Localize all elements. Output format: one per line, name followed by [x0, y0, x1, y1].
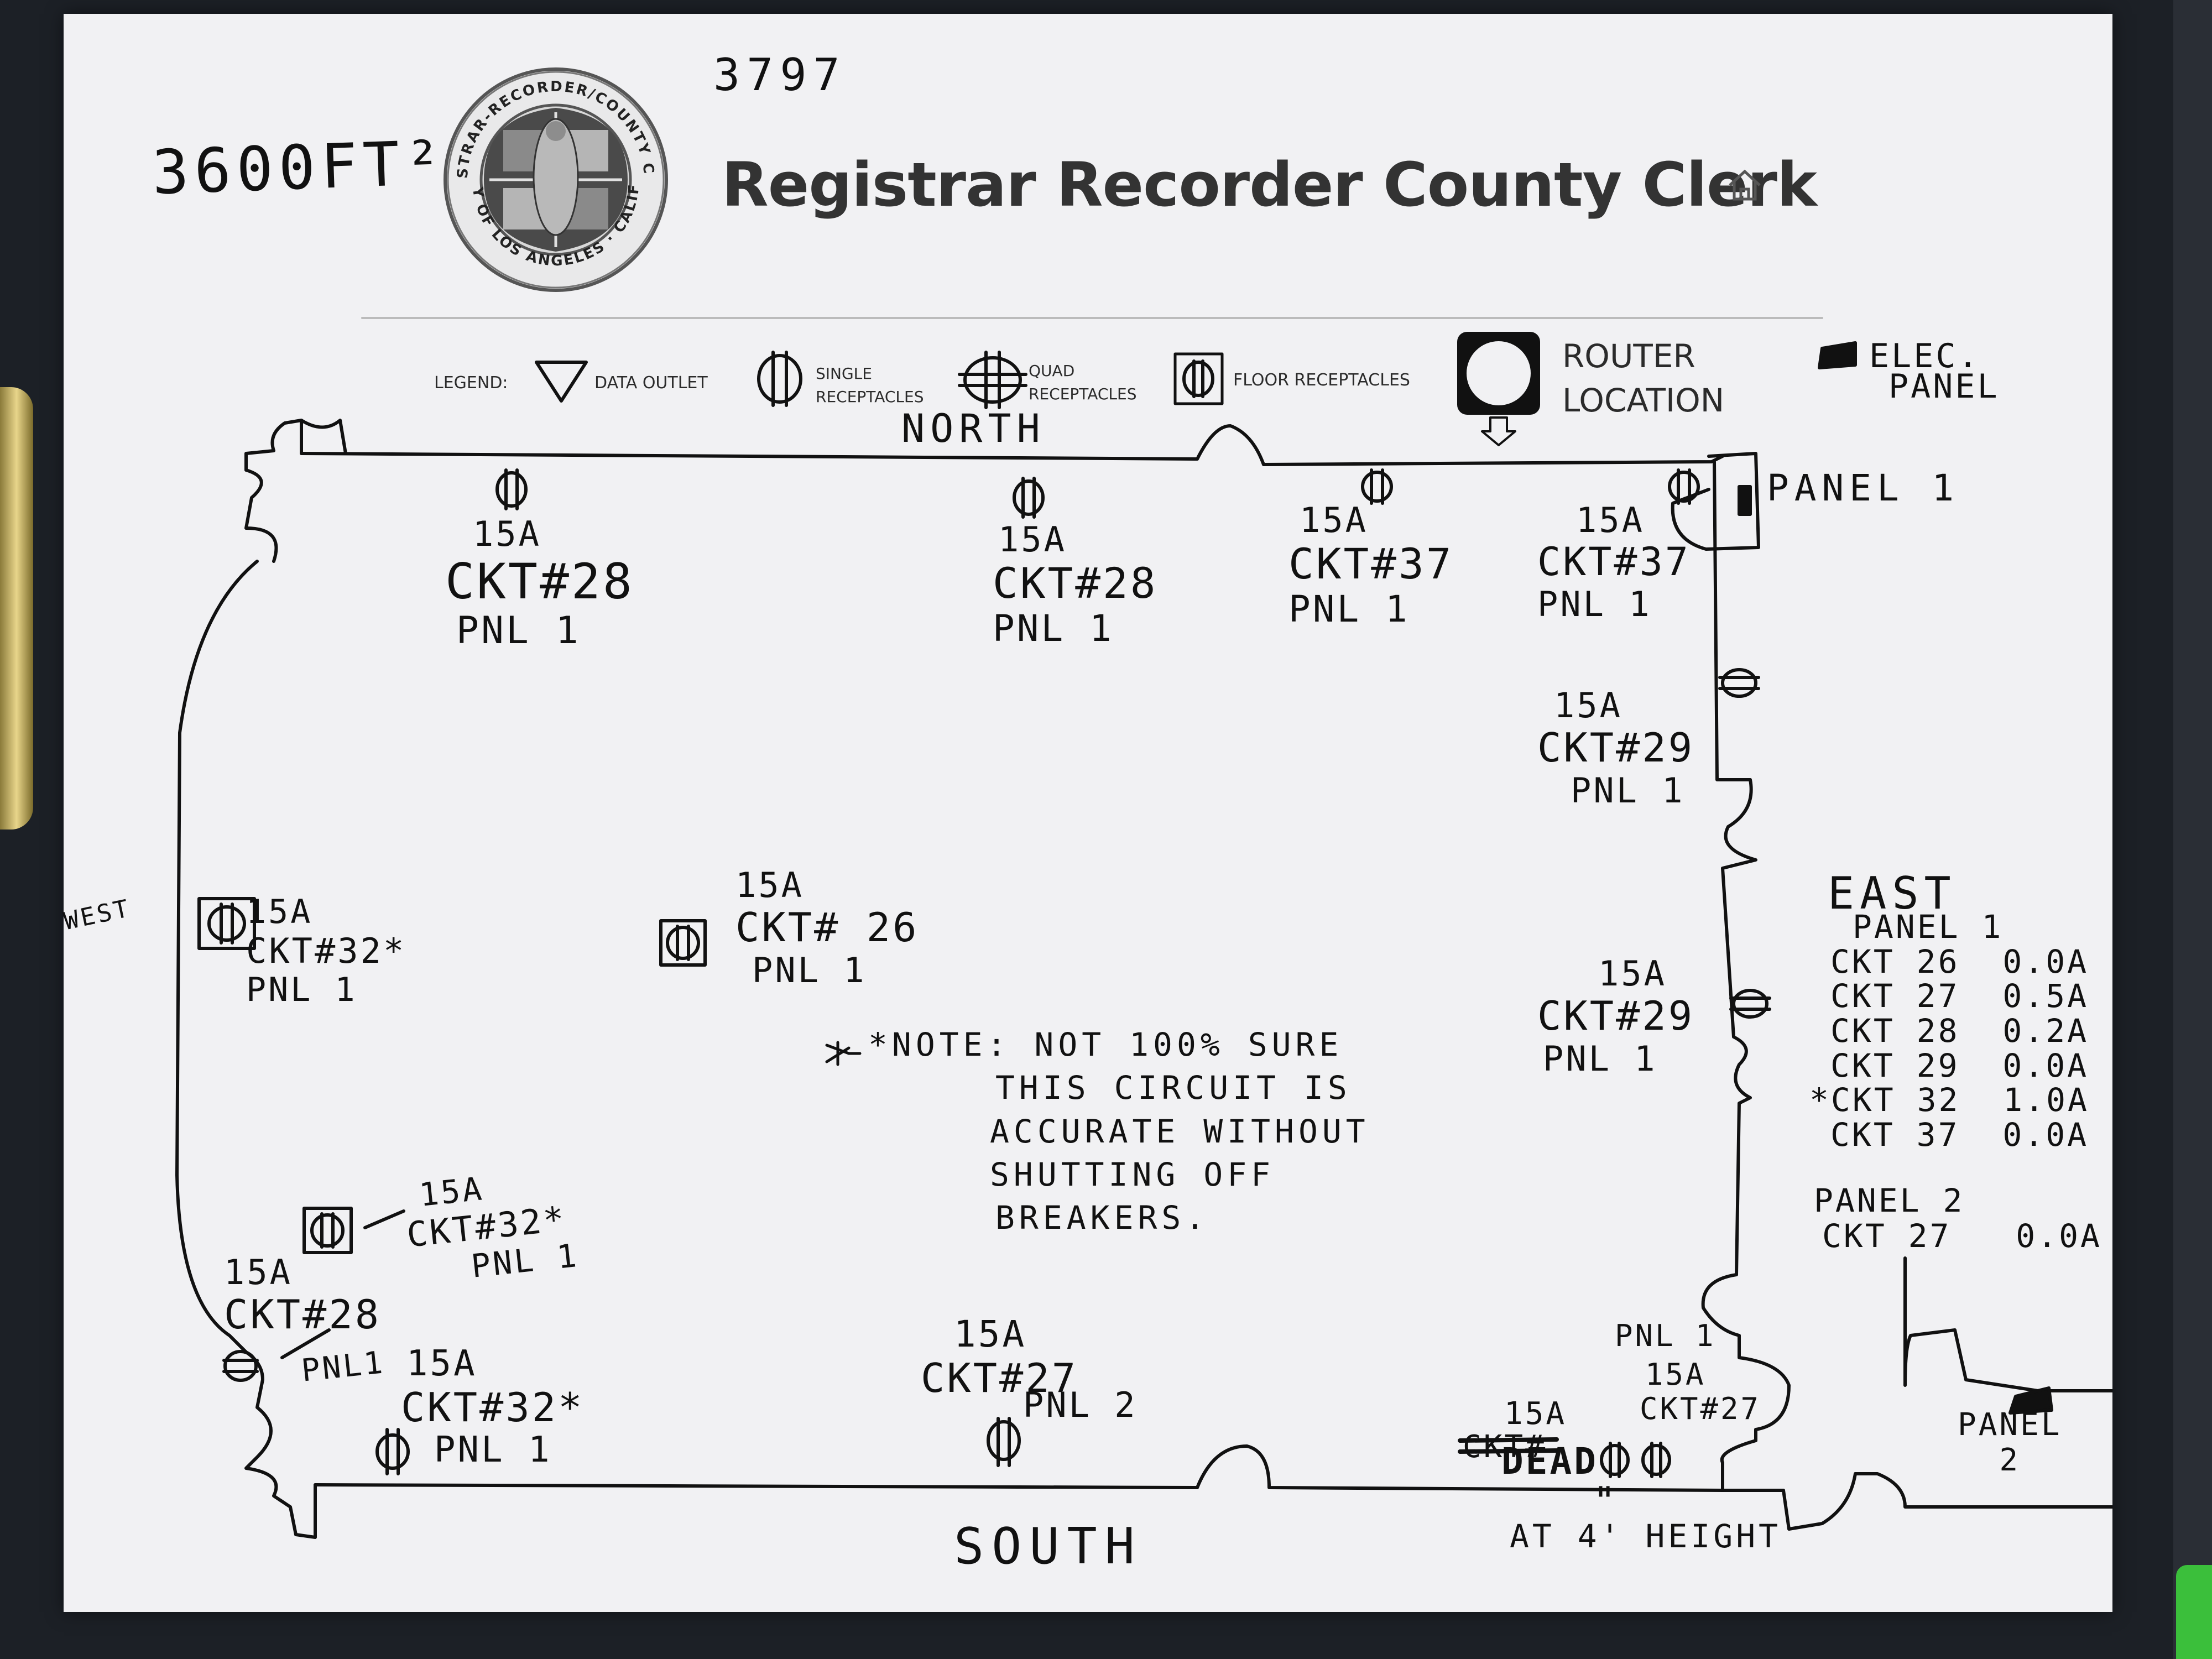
single-receptacle [1718, 668, 1760, 698]
receptacle-label: 15A CKT#27 [921, 1313, 1078, 1401]
legend-single-receptacles-label: SINGLE RECEPTACLES [816, 364, 924, 406]
panel-2-symbol [2008, 1386, 2053, 1415]
data-outlet-icon [535, 361, 588, 403]
green-object [2176, 1565, 2212, 1659]
south-wall [314, 1444, 1785, 1492]
legend-floor-receptacles-label: FLOOR RECEPTACLES [1233, 371, 1410, 390]
floor-receptacle [659, 919, 707, 967]
east-wall [1701, 460, 1791, 1492]
receptacle-label: 15A CKT#28 PNL 1 [445, 514, 634, 653]
legend-data-outlet-label: DATA OUTLET [594, 373, 708, 393]
receptacle-label: 15A CKT#37 PNL 1 [1537, 500, 1691, 624]
receptacle-dead-label: DEAD [1501, 1440, 1598, 1483]
north-label: NORTH [901, 406, 1046, 451]
binder-edge [2173, 0, 2212, 1659]
single-receptacle [495, 468, 528, 510]
accuracy-note: *NOTE: NOT 100% SURE THIS CIRCUIT IS ACC… [868, 1026, 1370, 1237]
floor-plan-sheet: REGISTRAR-RECORDER/COUNTY CLERK COUNTY O… [61, 14, 2112, 1612]
binder-ring [0, 387, 33, 830]
number-note: 3797 [713, 49, 847, 101]
asterisk-mark [825, 1041, 862, 1066]
receptacle-label: 15A CKT#32* PNL 1 [401, 1343, 585, 1471]
receptacle-label: 15A CKT#32* PNL 1 [246, 893, 406, 1009]
panel-2-area [1903, 1328, 2112, 1392]
floor-receptacle [302, 1207, 353, 1254]
legend-elec-label-line2: PANEL [1888, 367, 2000, 406]
se-corner-wall [1782, 1472, 2112, 1531]
strike-through [1458, 1437, 1559, 1443]
north-wall [300, 424, 1724, 466]
legend-elec-label-line1: ELEC. [1869, 337, 1980, 375]
strike-through [1458, 1448, 1559, 1454]
single-receptacle [1641, 1442, 1671, 1478]
legend-label: LEGEND: [434, 373, 508, 393]
single-receptacle [222, 1350, 259, 1382]
receptacle-panel-label: PNL 1 [1615, 1318, 1716, 1353]
receptacle-label: 15A CKT#29 PNL 1 [1537, 953, 1695, 1079]
area-note: 3600FT² [150, 127, 448, 208]
receptacle-circuit-struck: CKT# [1463, 1429, 1546, 1465]
legend-quad-receptacles-label: QUAD RECEPTACLES [1029, 362, 1137, 403]
home-icon[interactable] [1725, 166, 1764, 205]
quad-receptacle-icon [958, 351, 1027, 409]
floor-plan-drawing [175, 317, 2112, 1539]
receptacle-label: 15A CKT#28 PNL 1 [993, 519, 1158, 650]
floor-receptacle [197, 897, 256, 950]
readings-panel-1: PANEL 1 CKT 26 0.0A CKT 27 0.5A CKT 28 0… [1809, 908, 2089, 1154]
single-receptacle [1668, 468, 1700, 505]
panel-1-label: PANEL 1 [1767, 467, 1960, 509]
panel-1-symbol [1738, 485, 1752, 516]
single-receptacle-icon [757, 351, 802, 407]
nw-corner-wall [244, 419, 347, 563]
router-icon [1457, 332, 1540, 446]
legend-router-label-line1: ROUTER [1562, 337, 1695, 375]
receptacle-label: 15A CKT#28 [224, 1252, 382, 1338]
receptacle-label: 15A CKT#32* PNL 1 [405, 1170, 581, 1285]
single-receptacle [1729, 989, 1771, 1019]
floor-receptacle-icon [1173, 352, 1224, 405]
single-receptacle [1013, 477, 1045, 519]
panel-1-niche [1671, 452, 1760, 551]
single-receptacle [1361, 468, 1393, 505]
height-note: AT 4' HEIGHT [1510, 1517, 1782, 1555]
elec-panel-icon [1818, 341, 1857, 369]
height-mark: " [1593, 1479, 1619, 1524]
pointer-arrow [363, 1209, 405, 1229]
legend-router-label-line2: LOCATION [1562, 382, 1725, 419]
readings-panel-2: PANEL 2 CKT 27 0.0A [1814, 1182, 2102, 1255]
pointer-arrow [280, 1328, 331, 1359]
page-title: Registrar Recorder County Clerk [722, 149, 1817, 220]
sw-corner-wall [244, 1350, 317, 1539]
receptacle-label: 15A CKT#27 [1640, 1357, 1761, 1427]
west-wall [175, 560, 259, 1354]
single-receptacle [375, 1428, 410, 1475]
single-receptacle [987, 1417, 1021, 1467]
receptacle-label: 15A CKT#29 PNL 1 [1537, 685, 1695, 811]
east-label: EAST [1828, 868, 1957, 919]
receptacle-label: 15A [1504, 1396, 1567, 1432]
receptacle-label: 15A CKT#37 PNL 1 [1288, 500, 1454, 630]
single-receptacle [1600, 1442, 1630, 1478]
county-seal: REGISTRAR-RECORDER/COUNTY CLERK COUNTY O… [440, 64, 668, 292]
south-label: SOUTH [954, 1517, 1142, 1575]
receptacle-label: 15A CKT# 26 PNL 1 [735, 865, 919, 991]
receptacle-panel-label: PNL 2 [1023, 1385, 1138, 1425]
panel-2-label: PANEL 2 [1958, 1407, 2062, 1479]
